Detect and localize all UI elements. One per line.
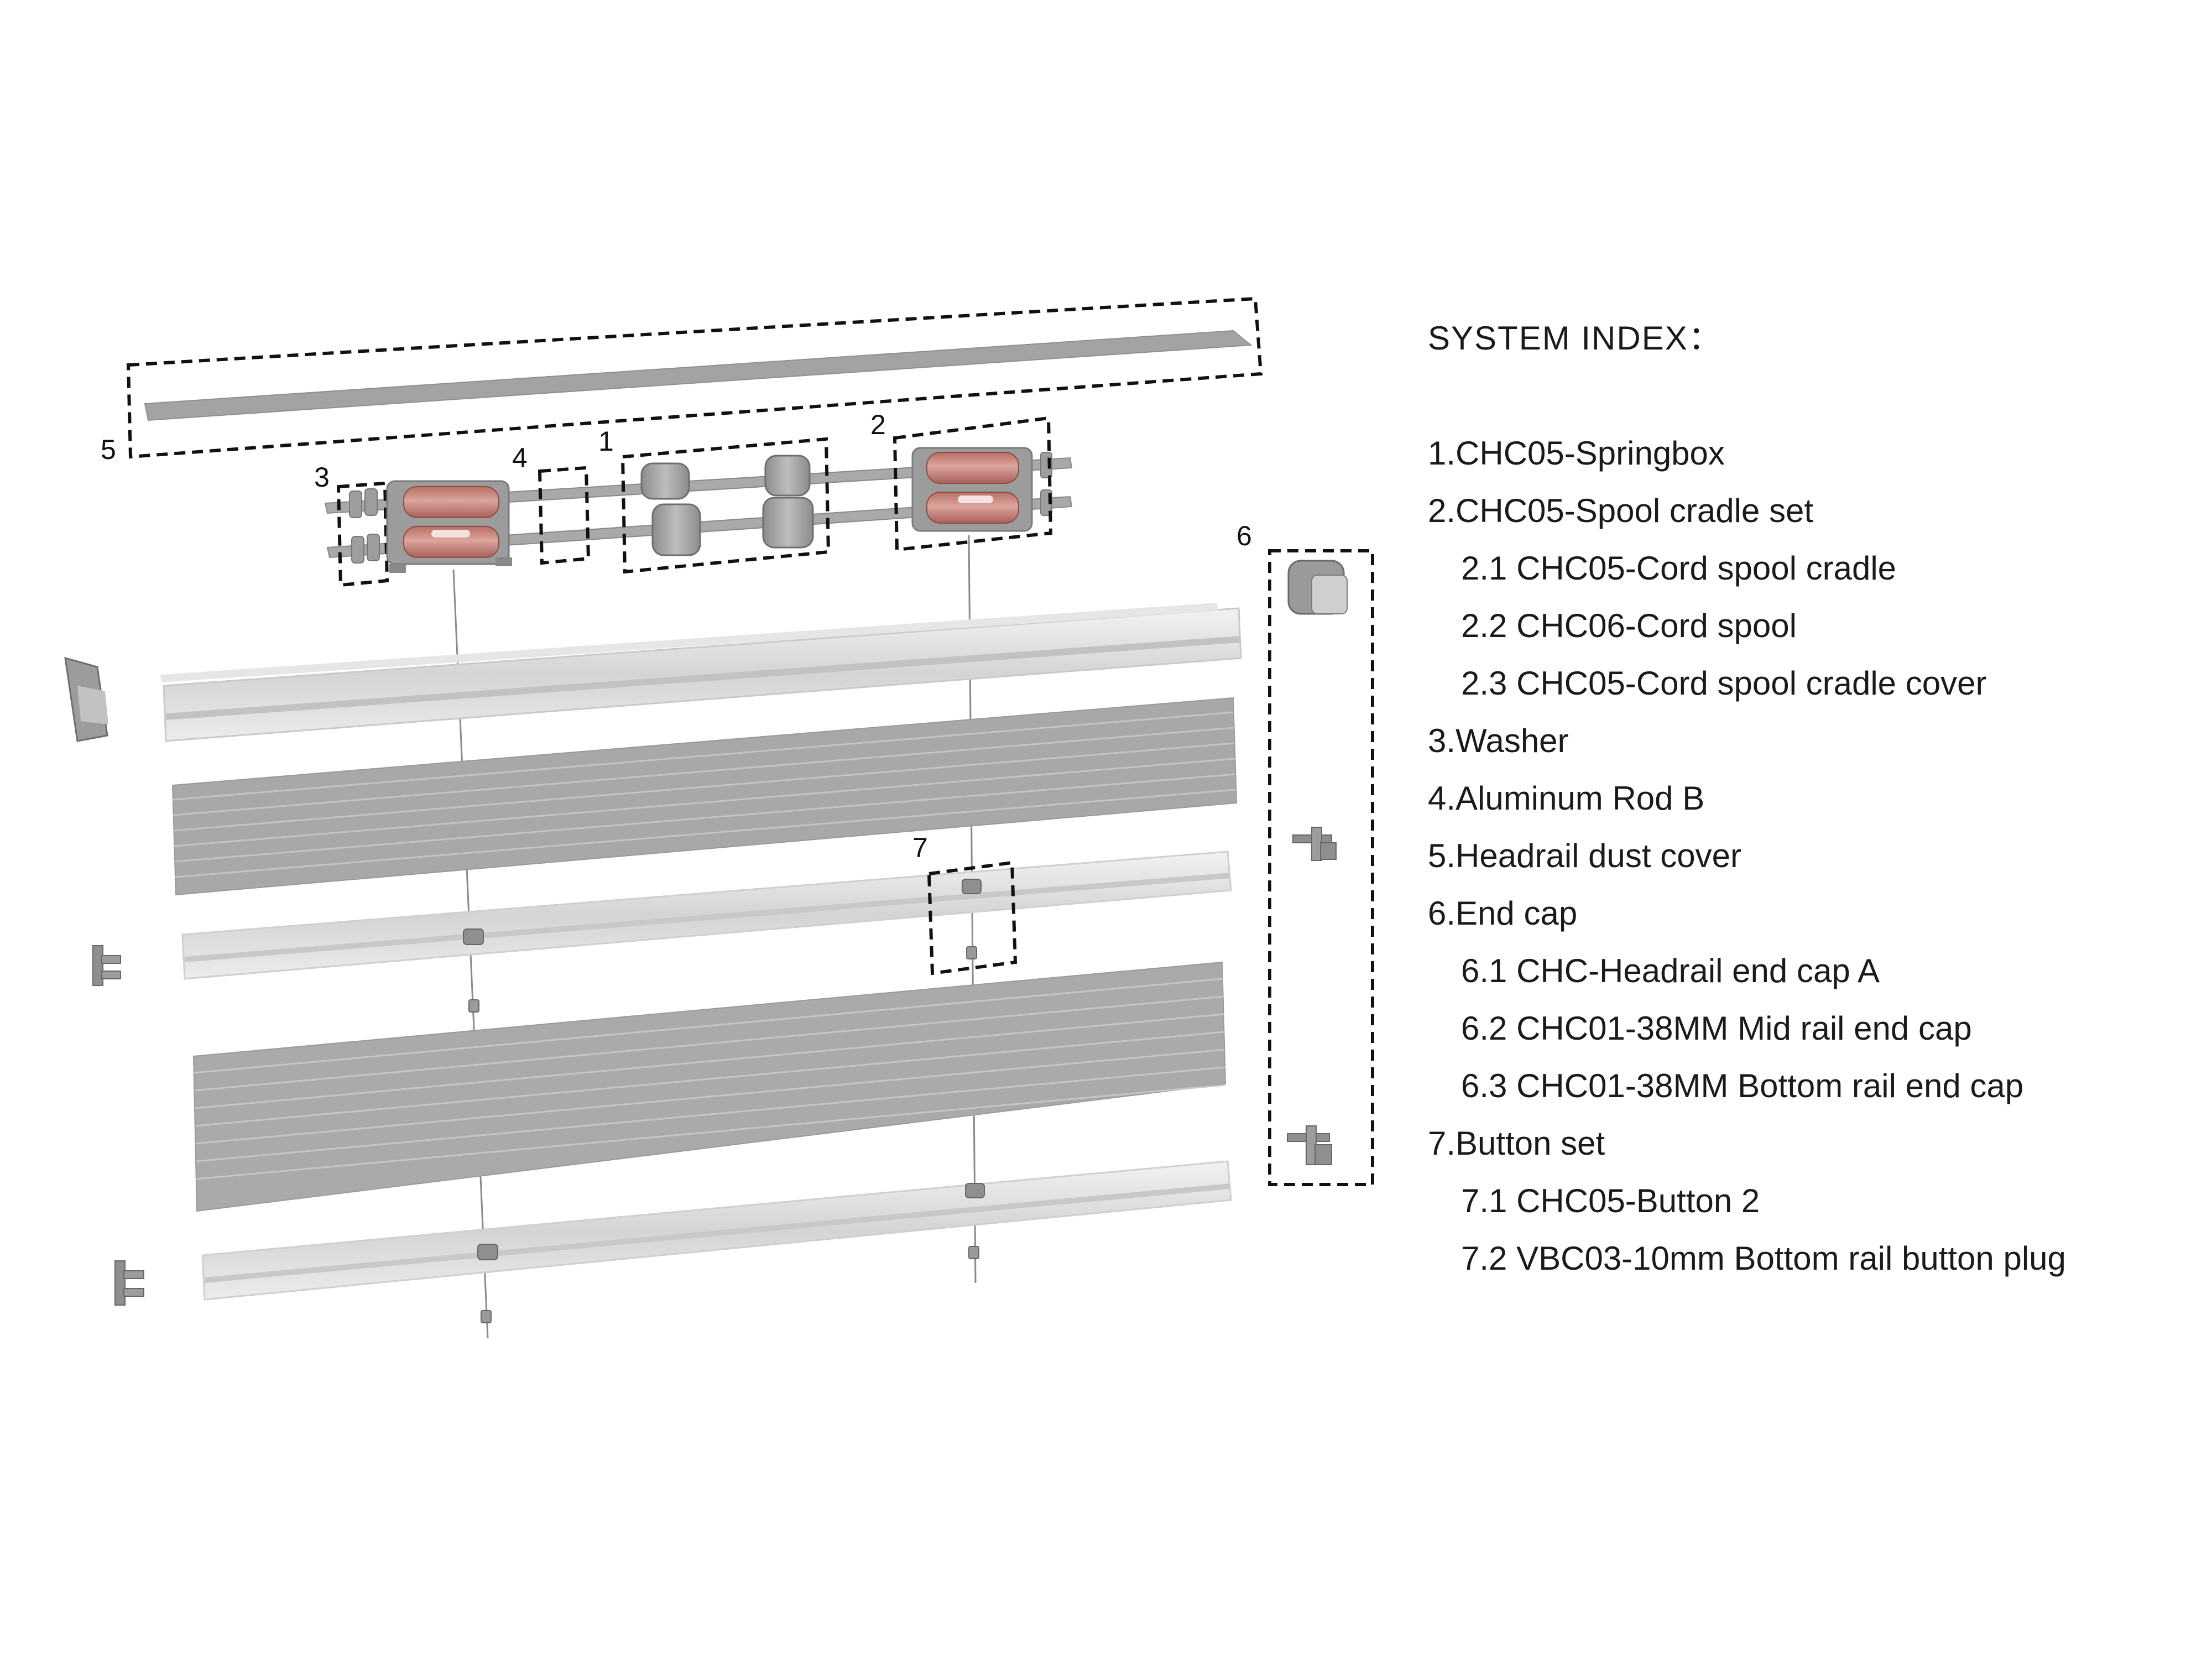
index-subitem: 2.3 CHC05-Cord spool cradle cover xyxy=(1461,665,1987,702)
callout-box-2 xyxy=(893,416,1053,552)
right-cord-spool-cradle xyxy=(911,447,1052,532)
index-subitem: 7.2 VBC03-10mm Bottom rail button plug xyxy=(1461,1240,2066,1277)
callout-label-6: 6 xyxy=(1237,520,1252,551)
index-subitem: 2.1 CHC05-Cord spool cradle xyxy=(1461,550,1897,587)
callout-box-6 xyxy=(1268,549,1374,1186)
washers xyxy=(349,488,380,564)
bottom-rail-end-cap xyxy=(1287,1125,1332,1165)
callout-box-7 xyxy=(927,860,1018,975)
system-index-panel: SYSTEM INDEX： 1.CHC05-Springbox 2.CHC05-S… xyxy=(1428,310,2191,1287)
callout-label-7: 7 xyxy=(912,832,928,863)
callout-box-4 xyxy=(538,466,591,565)
callout-label-4: 4 xyxy=(512,442,528,473)
index-subitem: 6.3 CHC01-38MM Bottom rail end cap xyxy=(1461,1067,2024,1104)
cord-buttons xyxy=(463,879,985,1323)
index-item: 4.Aluminum Rod B xyxy=(1428,780,1705,817)
callout-label-1: 1 xyxy=(598,426,614,457)
index-item: 2.CHC05-Spool cradle set xyxy=(1428,492,1814,529)
headrail-dust-cover xyxy=(144,330,1253,421)
right-end-caps xyxy=(1287,560,1348,1165)
callout-label-2: 2 xyxy=(870,409,886,440)
lower-pleated-fabric xyxy=(192,961,1227,1212)
index-item: 1.CHC05-Springbox xyxy=(1428,435,1725,472)
headrail xyxy=(160,603,1242,742)
index-subitem: 6.1 CHC-Headrail end cap A xyxy=(1461,952,1880,989)
index-item: 5.Headrail dust cover xyxy=(1428,837,1741,874)
system-index-title: SYSTEM INDEX： xyxy=(1428,320,1723,357)
index-item: 3.Washer xyxy=(1428,722,1569,759)
mid-rail-end-cap xyxy=(1292,827,1337,861)
index-item: 6.End cap xyxy=(1428,895,1578,932)
callout-box-3 xyxy=(336,481,389,587)
left-cord-spool-cradle xyxy=(386,480,512,573)
system-index-list: 1.CHC05-Springbox 2.CHC05-Spool cradle se… xyxy=(1428,425,2191,1287)
index-subitem: 2.2 CHC06-Cord spool xyxy=(1461,607,1797,644)
index-subitem: 7.1 CHC05-Button 2 xyxy=(1461,1182,1760,1219)
callout-box-5 xyxy=(126,296,1263,459)
springbox xyxy=(640,455,814,556)
index-subitem: 6.2 CHC01-38MM Mid rail end cap xyxy=(1461,1010,1972,1047)
index-item: 7.Button set xyxy=(1428,1125,1605,1162)
callout-label-3: 3 xyxy=(314,462,330,493)
left-end-caps xyxy=(64,656,144,1306)
callout-label-5: 5 xyxy=(101,434,116,465)
upper-pleated-fabric xyxy=(171,697,1238,896)
